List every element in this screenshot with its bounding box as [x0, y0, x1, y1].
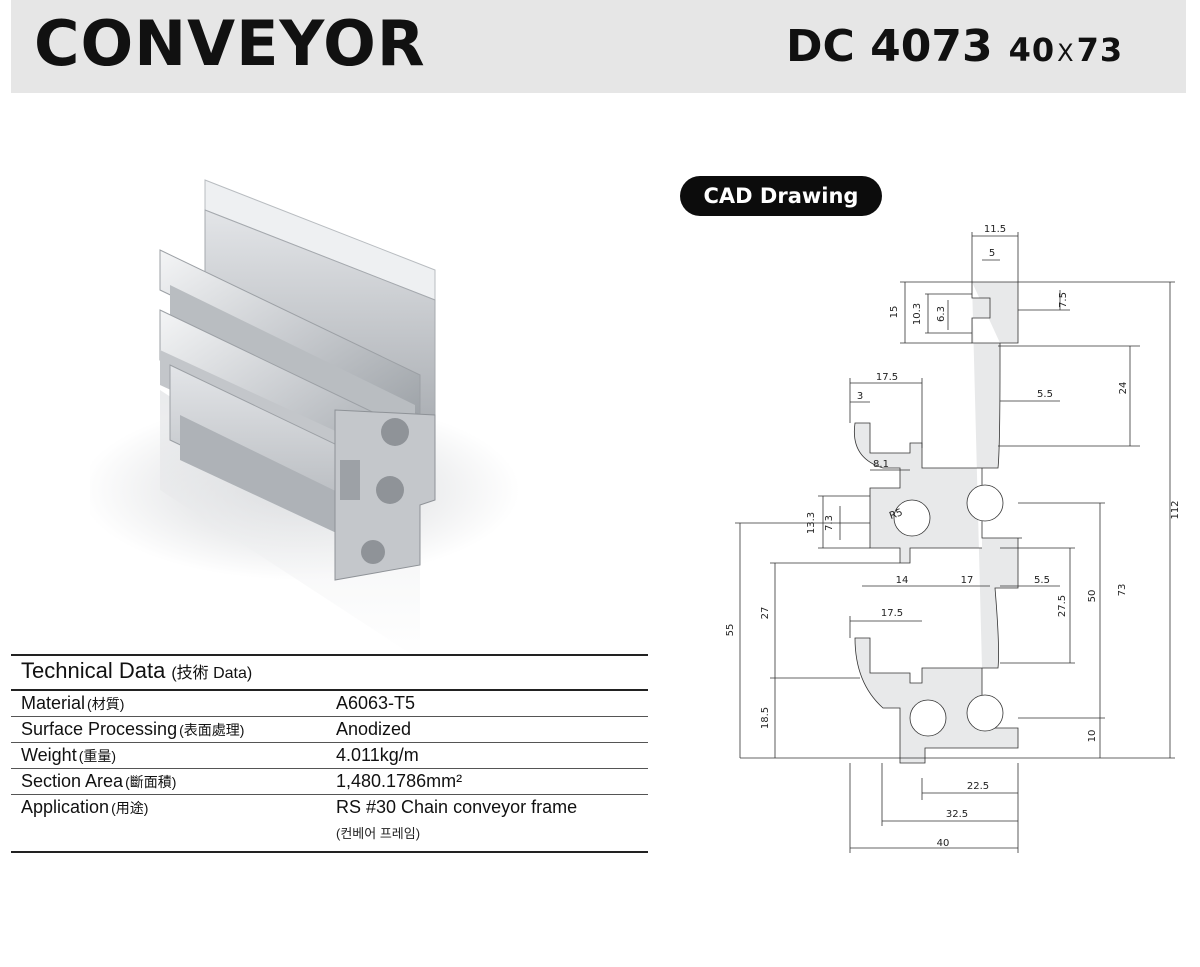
dim-27-5: 27.5: [1057, 595, 1068, 617]
key-cn: (用途): [111, 800, 149, 816]
key-label: Material: [21, 693, 86, 713]
key-cn: (重量): [78, 748, 117, 764]
table-row: Section Area(斷面積) 1,480.1786mm²: [11, 769, 648, 795]
table-row: Material(材質) A6063-T5: [11, 691, 648, 717]
dim-5-5-top: 5.5: [1037, 389, 1053, 400]
dim-24: 24: [1118, 382, 1129, 395]
row-value: RS #30 Chain conveyor frame: [336, 797, 578, 817]
heading-cn: (技術 Data): [171, 665, 253, 682]
row-value: Anodized: [336, 719, 412, 739]
dim-3: 3: [857, 391, 863, 402]
dim-17: 17: [961, 575, 974, 586]
dim-17-5-top: 17.5: [876, 372, 898, 383]
row-sub-value: (컨베어 프레임): [336, 826, 421, 841]
dim-50: 50: [1087, 590, 1098, 603]
dim-73: 73: [1117, 584, 1128, 597]
groove-circle-2: [966, 484, 1004, 522]
row-key: Section Area(斷面積): [21, 771, 176, 792]
key-label: Section Area: [21, 771, 124, 791]
dim-27: 27: [760, 607, 771, 620]
dim-7-5: 7.5: [1058, 292, 1069, 308]
dim-112: 112: [1170, 500, 1181, 519]
model-number: DC 4073 40X73: [786, 12, 1123, 88]
table-row: Surface Processing(表面處理) Anodized: [11, 717, 648, 743]
row-key: Application(用途): [21, 797, 148, 818]
heading-text: Technical Data (技術 Data): [21, 658, 252, 684]
key-cn: (表面處理): [179, 722, 245, 738]
dim-6-3: 6.3: [936, 306, 947, 322]
profile-photo: [90, 179, 520, 660]
size-width: 40: [1008, 31, 1056, 69]
page-title: CONVEYOR: [34, 7, 426, 80]
row-value: 4.011kg/m: [336, 745, 419, 765]
dim-32-5: 32.5: [946, 809, 968, 820]
size-x: X: [1057, 39, 1075, 67]
row-key: Weight(重量): [21, 745, 116, 766]
profile-outline: [853, 281, 1022, 764]
key-label: Application: [21, 797, 110, 817]
row-value: 1,480.1786mm²: [336, 771, 463, 791]
dim-10: 10: [1087, 730, 1098, 743]
key-label: Weight: [21, 745, 77, 765]
dim-5-5-mid: 5.5: [1034, 575, 1050, 586]
dim-18-5: 18.5: [760, 707, 771, 729]
dim-40: 40: [937, 838, 950, 849]
technical-data-table: Technical Data (技術 Data) Material(材質) A60…: [11, 654, 648, 853]
size-label: 40X73: [1009, 31, 1124, 69]
dim-14: 14: [896, 575, 909, 586]
heading-label: Technical Data: [21, 658, 166, 683]
cad-drawing: 11.5 5 7.5 15 10.3 6.3 17.5 3 5.5 24 8.1…: [725, 224, 1181, 853]
groove-circle-3: [966, 694, 1004, 732]
key-cn: (斷面積): [125, 774, 177, 790]
groove-circle-1: [893, 499, 931, 537]
dim-10-3: 10.3: [912, 303, 923, 325]
dim-r5: R5: [888, 507, 904, 522]
dim-7-3: 7.3: [824, 515, 835, 531]
dim-8-1: 8.1: [873, 459, 889, 470]
row-key: Surface Processing(表面處理): [21, 719, 244, 740]
table-row: Application(用途) RS #30 Chain conveyor fr…: [11, 795, 648, 853]
row-value: A6063-T5: [336, 693, 416, 713]
technical-data-heading: Technical Data (技術 Data): [11, 654, 648, 691]
dim-17-5-low: 17.5: [881, 608, 903, 619]
cad-drawing-label: CAD Drawing: [680, 176, 882, 216]
dim-22-5: 22.5: [967, 781, 989, 792]
size-height: 73: [1076, 31, 1124, 69]
dim-13-3: 13.3: [806, 512, 817, 534]
model-code: DC 4073: [786, 21, 993, 72]
dim-11-5: 11.5: [984, 224, 1006, 235]
row-key: Material(材質): [21, 693, 124, 714]
dim-5: 5: [989, 248, 995, 259]
key-cn: (材質): [87, 696, 125, 712]
header-bar: [11, 0, 1186, 93]
table-row: Weight(重量) 4.011kg/m: [11, 743, 648, 769]
dim-55: 55: [725, 624, 736, 637]
key-label: Surface Processing: [21, 719, 178, 739]
dim-15: 15: [889, 306, 900, 319]
groove-circle-4: [909, 699, 947, 737]
